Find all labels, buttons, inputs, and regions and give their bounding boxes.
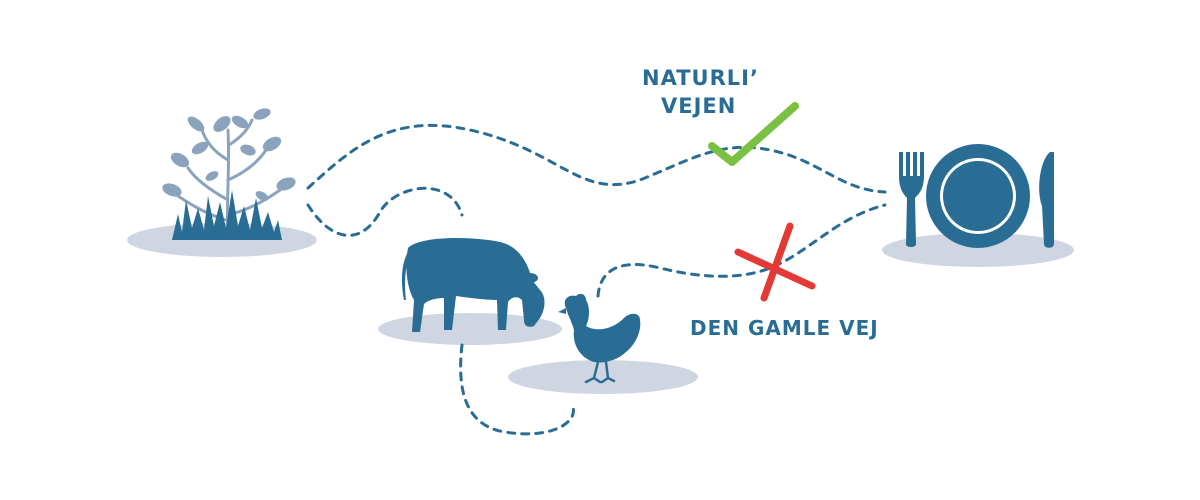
cow-shadow <box>378 313 562 345</box>
chicken-shadow <box>508 360 698 394</box>
knife-icon <box>1039 152 1054 248</box>
natural-way-label-line1: NATURLI’ <box>642 66 759 90</box>
plate-group <box>899 144 1054 248</box>
plant-icon <box>162 108 296 240</box>
natural-way-label-line2: VEJEN <box>661 94 737 118</box>
old-way-label: DEN GAMLE VEJ <box>690 316 879 340</box>
checkmark-icon <box>708 102 799 166</box>
chicken-icon <box>558 293 641 384</box>
cow-icon <box>401 238 545 332</box>
natural-path <box>306 124 887 194</box>
fork-icon <box>899 152 924 247</box>
cross-icon <box>734 222 816 302</box>
plate-shadow <box>882 233 1074 267</box>
old-path <box>306 186 887 436</box>
